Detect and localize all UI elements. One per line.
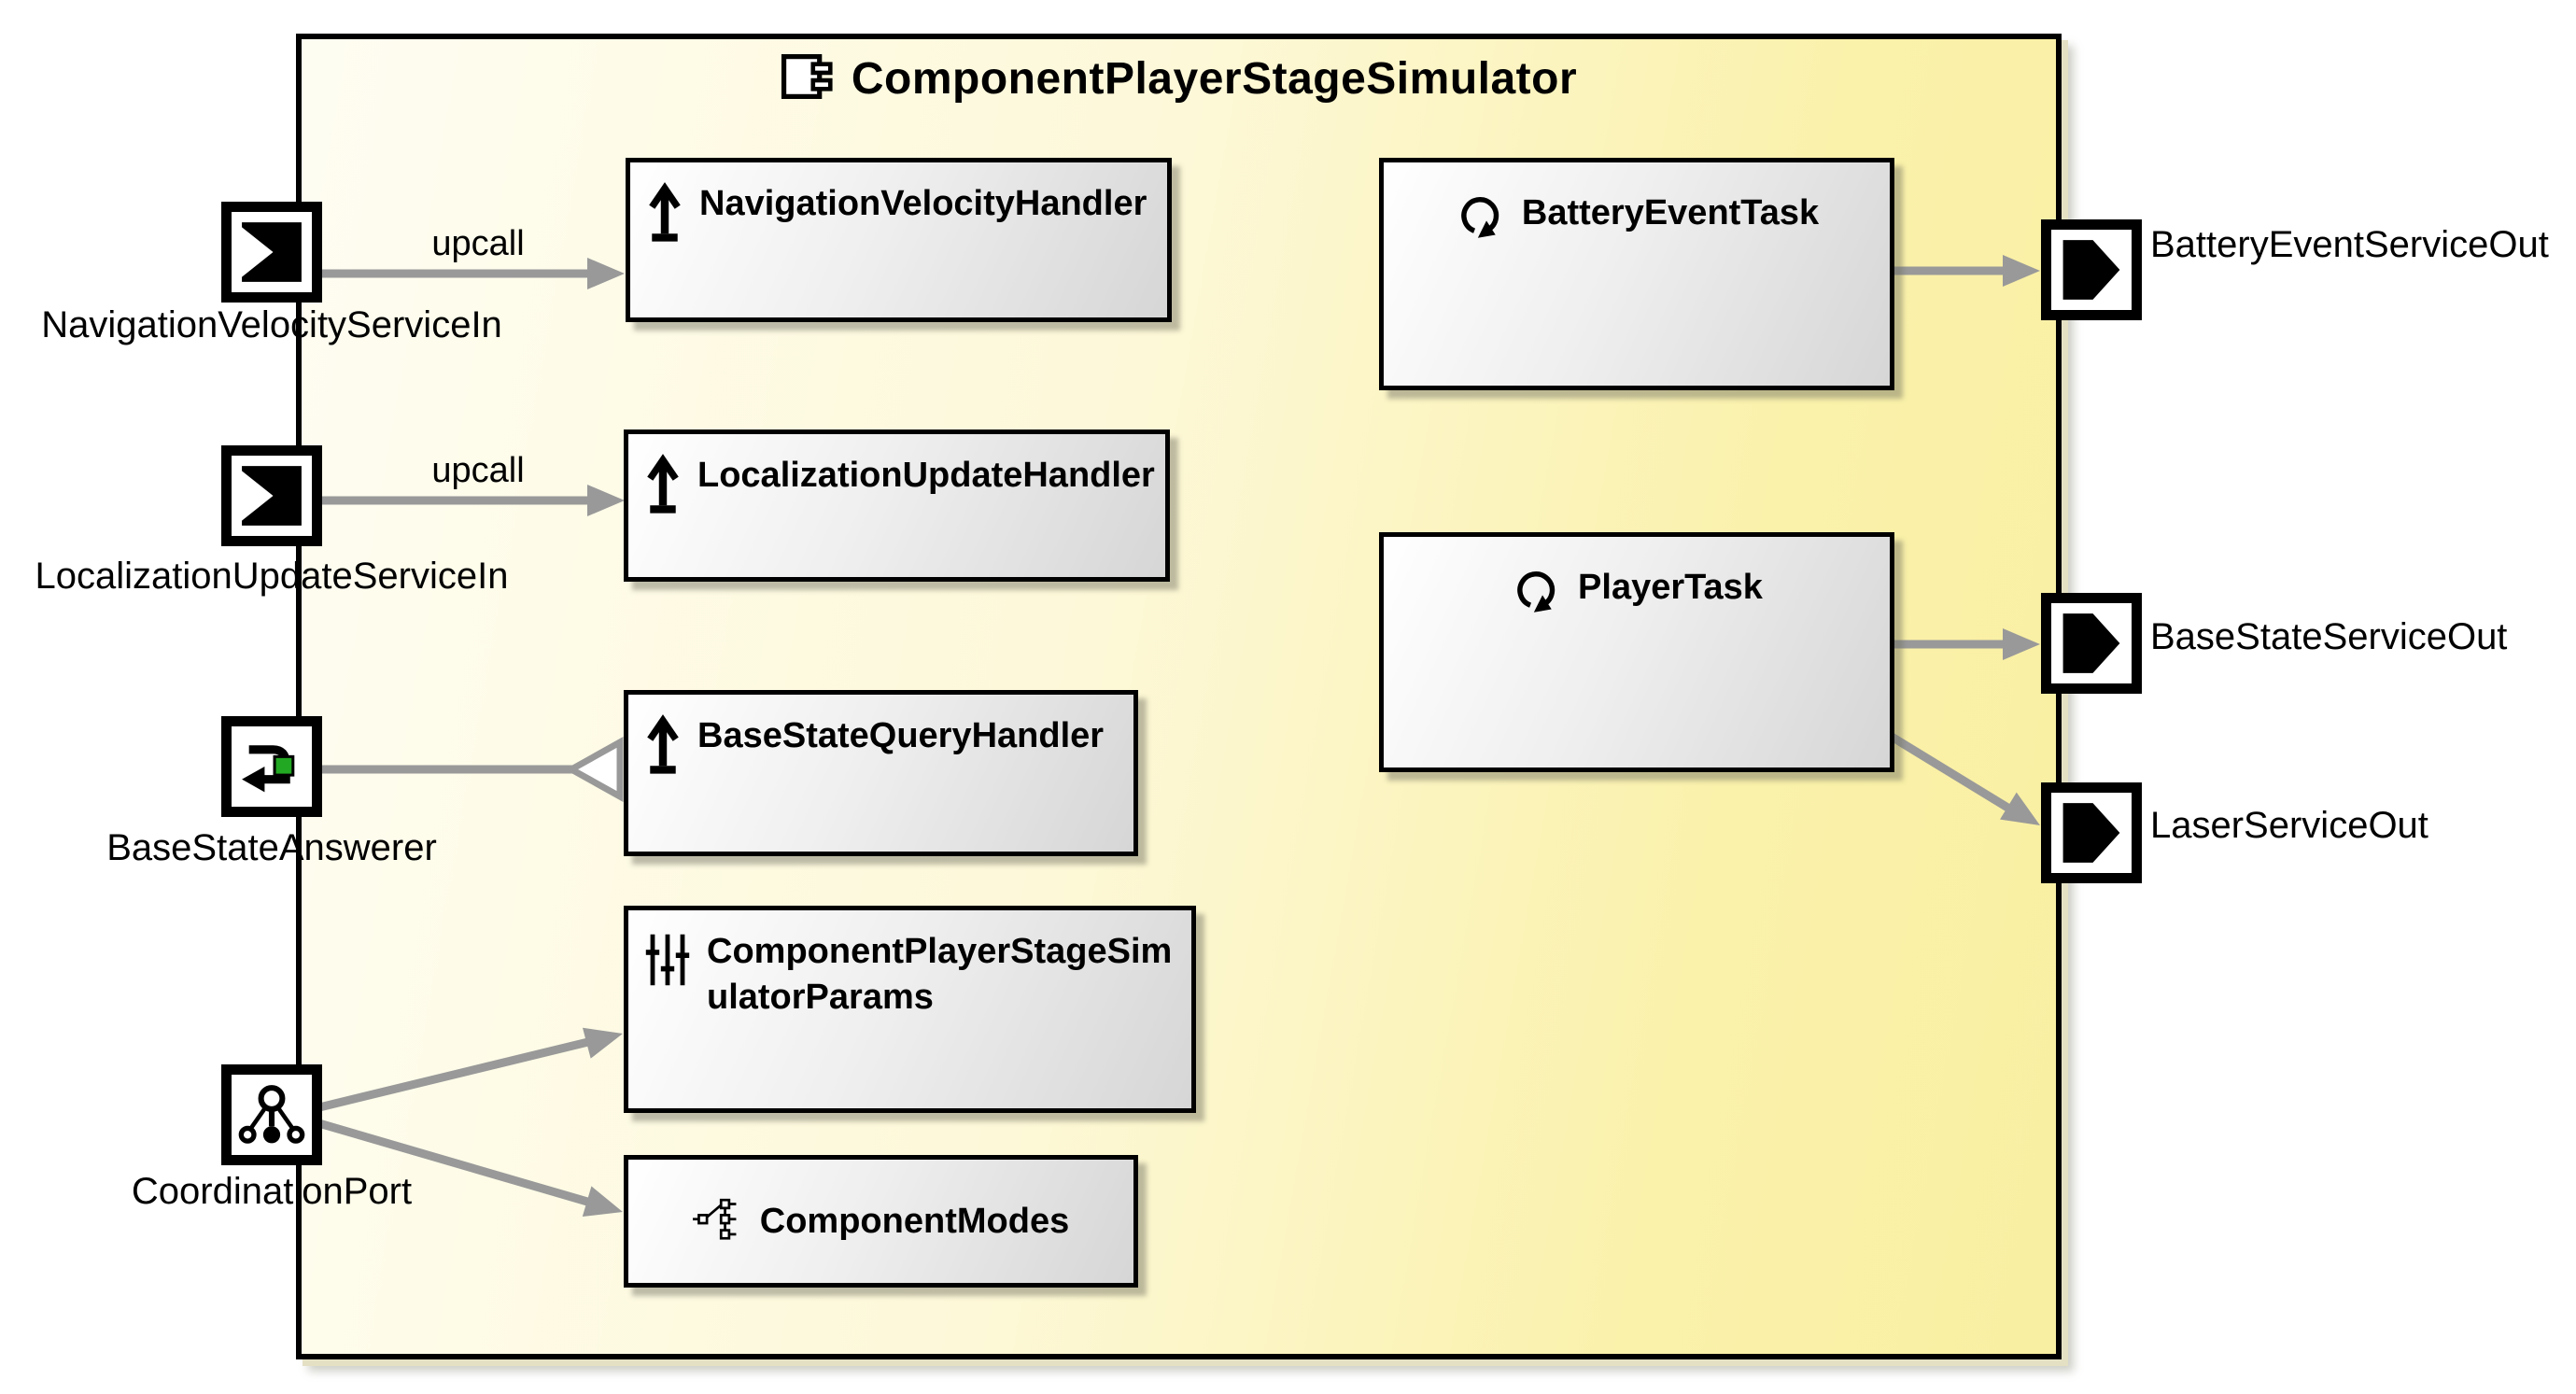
element-label: BatteryEventTask <box>1521 193 1820 232</box>
element-label: NavigationVelocityHandler <box>699 184 1147 223</box>
port-label-basestate-service-out: BaseStateServiceOut <box>2150 616 2508 657</box>
port-label-battery-event-service-out: BatteryEventServiceOut <box>2150 224 2549 265</box>
port-label-basestate-answerer: BaseStateAnswerer <box>106 827 437 868</box>
element-label: ComponentModes <box>759 1201 1070 1241</box>
element-label: LocalizationUpdateHandler <box>697 456 1155 495</box>
element-player-task[interactable]: PlayerTask <box>1379 532 1894 772</box>
element-basestate-query-handler[interactable]: BaseStateQueryHandler <box>624 690 1138 856</box>
port-label-localization-update-service-in: LocalizationUpdateServiceIn <box>35 556 509 597</box>
upcall-handler-icon <box>645 713 681 780</box>
port-coordination[interactable] <box>221 1064 322 1165</box>
element-component-modes[interactable]: ComponentModes <box>624 1155 1138 1288</box>
input-port-icon <box>242 222 302 282</box>
connector-label-upcall-1[interactable]: upcall <box>431 224 525 263</box>
modes-icon <box>692 1198 743 1246</box>
output-port-icon <box>2062 613 2120 673</box>
component-title-row: ComponentPlayerStageSimulator <box>296 49 2062 108</box>
port-basestate-service-out[interactable] <box>2041 593 2142 694</box>
port-localization-update-service-in[interactable] <box>221 445 322 546</box>
connector-label-upcall-2[interactable]: upcall <box>431 451 525 490</box>
task-icon <box>1455 190 1505 246</box>
element-params[interactable]: ComponentPlayerStageSimulatorParams <box>624 906 1196 1113</box>
element-label: PlayerTask <box>1578 568 1763 607</box>
element-label: BaseStateQueryHandler <box>697 716 1105 755</box>
element-label: ComponentPlayerStageSimulatorParams <box>707 932 1173 1017</box>
output-port-icon <box>2062 240 2120 300</box>
input-port-icon <box>242 466 302 526</box>
output-port-icon <box>2062 803 2120 863</box>
component-icon <box>781 52 835 106</box>
port-label-coordination-port: CoordinationPort <box>131 1171 413 1212</box>
task-icon <box>1511 565 1561 620</box>
component-title: ComponentPlayerStageSimulator <box>851 53 1578 104</box>
port-label-laser-service-out: LaserServiceOut <box>2150 805 2428 846</box>
port-navigation-velocity-service-in[interactable] <box>221 202 322 303</box>
element-localization-update-handler[interactable]: LocalizationUpdateHandler <box>624 429 1170 582</box>
upcall-handler-icon <box>645 453 681 519</box>
answer-port-icon <box>242 745 295 793</box>
coordination-port-icon <box>238 1085 305 1144</box>
port-basestate-answerer[interactable] <box>221 716 322 817</box>
port-laser-service-out[interactable] <box>2041 782 2142 883</box>
element-battery-event-task[interactable]: BatteryEventTask <box>1379 158 1894 390</box>
element-navigation-velocity-handler[interactable]: NavigationVelocityHandler <box>626 158 1172 322</box>
upcall-handler-icon <box>647 181 683 247</box>
parameters-icon <box>645 929 690 995</box>
port-label-navigation-velocity-service-in: NavigationVelocityServiceIn <box>41 304 502 345</box>
port-battery-event-service-out[interactable] <box>2041 219 2142 320</box>
